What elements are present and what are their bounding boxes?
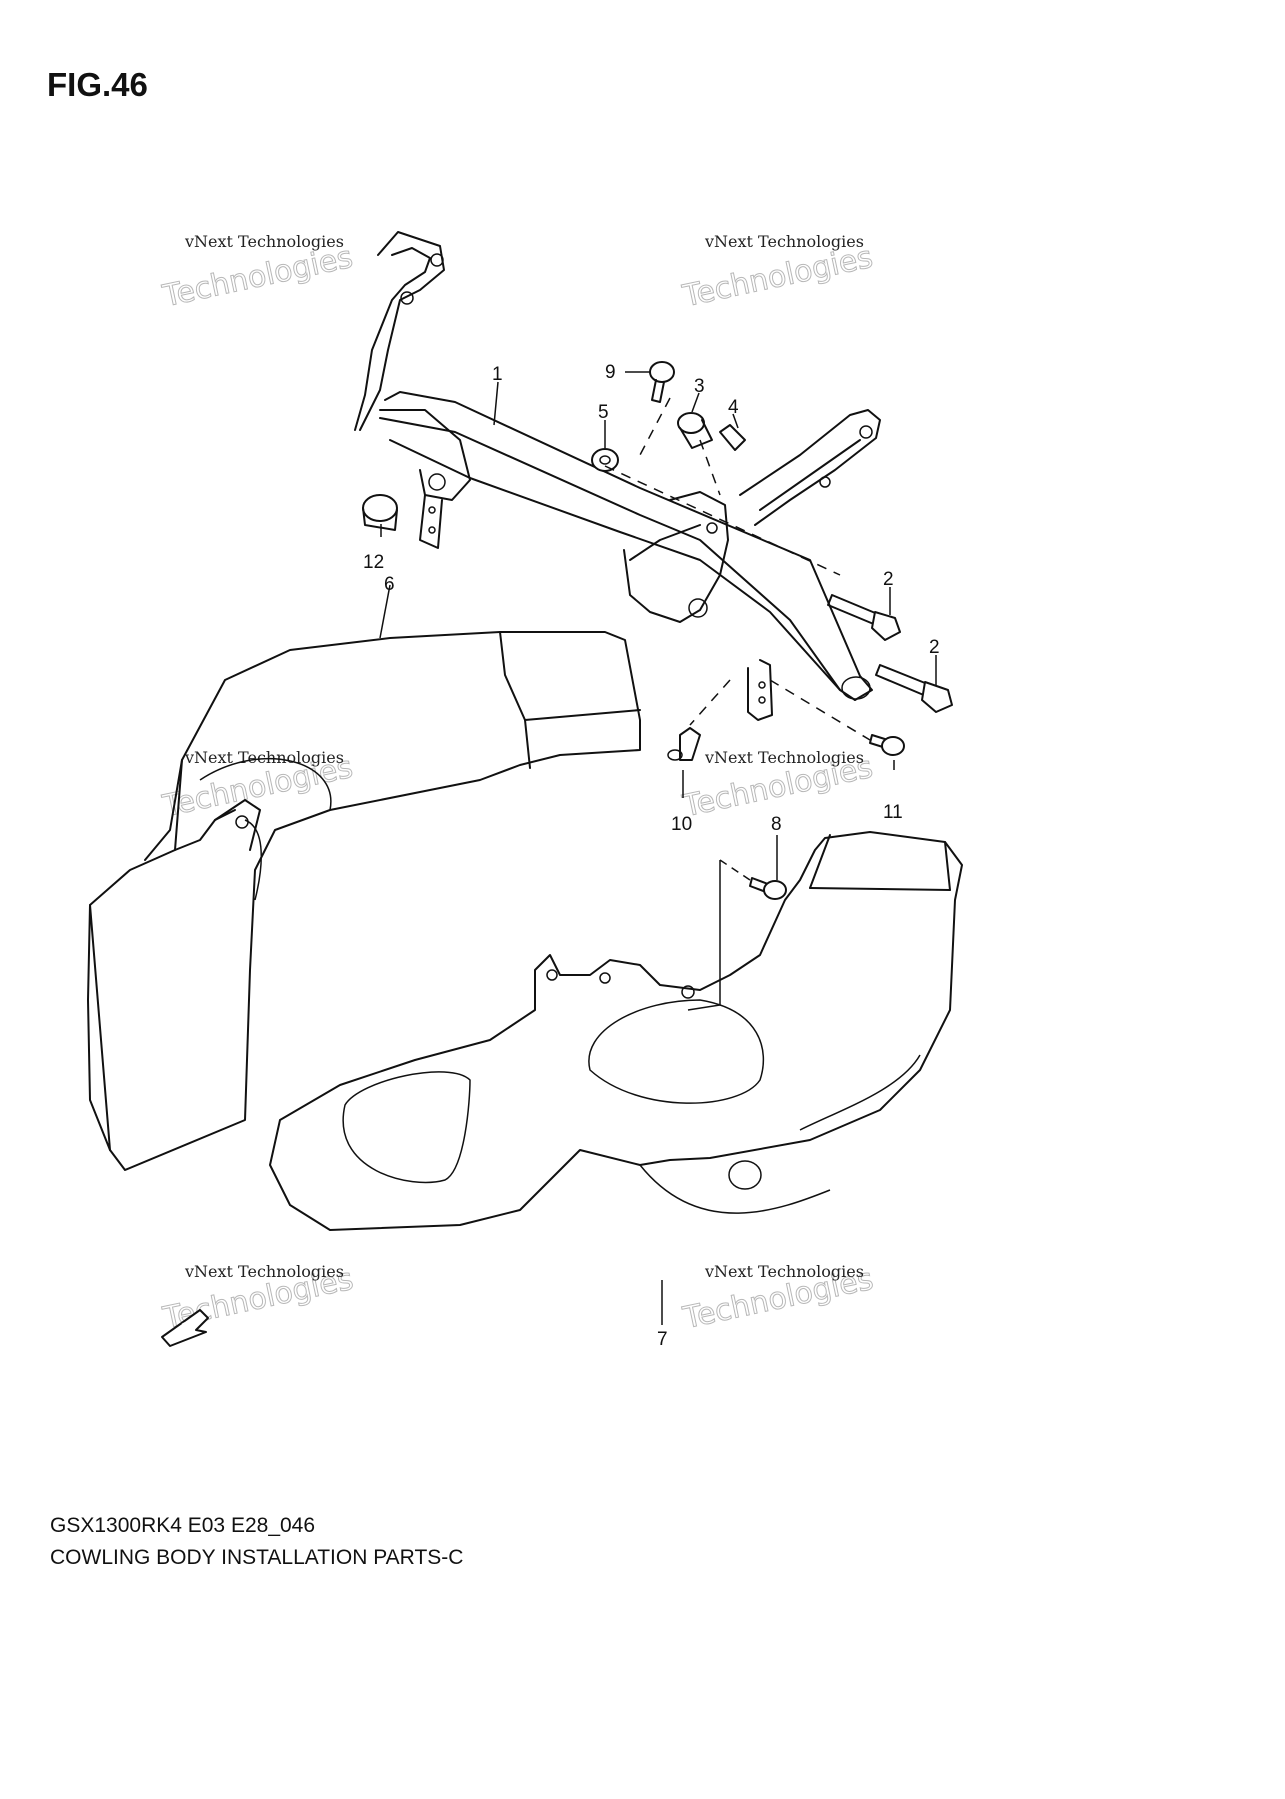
- svg-text:Technologies: Technologies: [679, 240, 876, 315]
- figure-title: FIG.46: [47, 66, 148, 103]
- callout-4: 4: [728, 397, 739, 418]
- callout-8: 8: [771, 814, 782, 835]
- part-screw-8: [749, 877, 787, 900]
- svg-text:vNext Technologies: vNext Technologies: [704, 748, 864, 767]
- part-collar-12: [362, 494, 398, 531]
- svg-text:Technologies: Technologies: [159, 240, 356, 315]
- forward-arrow: FWD: [161, 1309, 209, 1347]
- svg-text:vNext Technologies: vNext Technologies: [704, 1262, 864, 1281]
- svg-text:vNext Technologies: vNext Technologies: [184, 1262, 344, 1281]
- callout-11: 11: [883, 802, 903, 823]
- part-grommet-3: [677, 412, 713, 449]
- callout-2b: 2: [929, 637, 940, 658]
- part-duct-left: [87, 631, 641, 1171]
- part-bolt-2b: [875, 664, 953, 713]
- part-bracket-frame: [354, 231, 881, 721]
- part-bolt-2a: [827, 594, 901, 641]
- part-collar-4: [719, 424, 746, 451]
- callout-7: 7: [657, 1329, 668, 1350]
- callout-1: 1: [492, 364, 503, 385]
- watermark-mid-right: Technologies vNext Technologies: [679, 748, 877, 825]
- figure-name: COWLING BODY INSTALLATION PARTS-C: [50, 1546, 464, 1569]
- svg-text:vNext Technologies: vNext Technologies: [184, 748, 344, 767]
- part-duct-right: [269, 831, 963, 1231]
- callout-6: 6: [384, 574, 395, 595]
- callout-12: 12: [363, 552, 384, 573]
- callout-2a: 2: [883, 569, 894, 590]
- part-screw-11: [869, 734, 905, 756]
- leader-lines: [379, 371, 937, 1325]
- callout-9: 9: [605, 362, 616, 383]
- part-nut-5: [591, 448, 619, 472]
- watermark-top-left: Technologies vNext Technologies: [159, 232, 357, 315]
- callout-10: 10: [671, 814, 692, 835]
- part-clip-10: [667, 727, 701, 761]
- callout-3: 3: [694, 376, 705, 397]
- callout-5: 5: [598, 402, 609, 423]
- watermark-mid-left: Technologies vNext Technologies: [159, 748, 357, 825]
- svg-text:vNext Technologies: vNext Technologies: [184, 232, 344, 251]
- figure-code: GSX1300RK4 E03 E28_046: [50, 1514, 316, 1537]
- watermark-top-right: Technologies vNext Technologies: [679, 232, 877, 315]
- svg-text:vNext Technologies: vNext Technologies: [704, 232, 864, 251]
- callouts: 1 2 2 3 4 5 6 7 8 9 10 11 12: [363, 362, 940, 1350]
- watermark-bottom-right: Technologies vNext Technologies: [679, 1261, 877, 1337]
- part-screw-9: [649, 361, 675, 403]
